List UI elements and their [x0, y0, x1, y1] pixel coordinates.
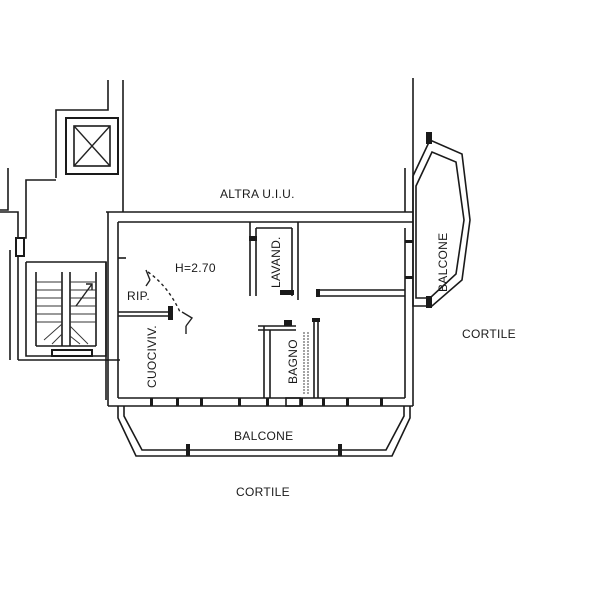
balcony-bottom	[117, 406, 411, 457]
label-bagno: BAGNO	[286, 339, 300, 384]
apartment-walls	[106, 211, 414, 407]
label-ceiling-height: H=2.70	[175, 261, 216, 275]
neighbor-unit-outline	[55, 78, 414, 212]
label-cortile-bottom: CORTILE	[236, 485, 290, 499]
label-lavanderia: LAVAND.	[269, 236, 283, 288]
label-cucina: CUOCIVIV.	[145, 325, 159, 388]
label-balcone-right: BALCONE	[436, 233, 450, 292]
label-balcone-bottom: BALCONE	[234, 429, 293, 443]
label-ripostiglio: RIP.	[127, 289, 150, 303]
label-altra-uiu: ALTRA U.I.U.	[220, 187, 295, 201]
interior-partitions	[118, 222, 405, 407]
stairwell	[0, 168, 120, 400]
label-cortile-right: CORTILE	[462, 327, 516, 341]
balcony-right	[412, 132, 471, 308]
room-labels: ALTRA U.I.U. H=2.70 LAVAND. BALCONE CORT…	[127, 187, 516, 499]
elevator-shaft	[65, 117, 119, 175]
